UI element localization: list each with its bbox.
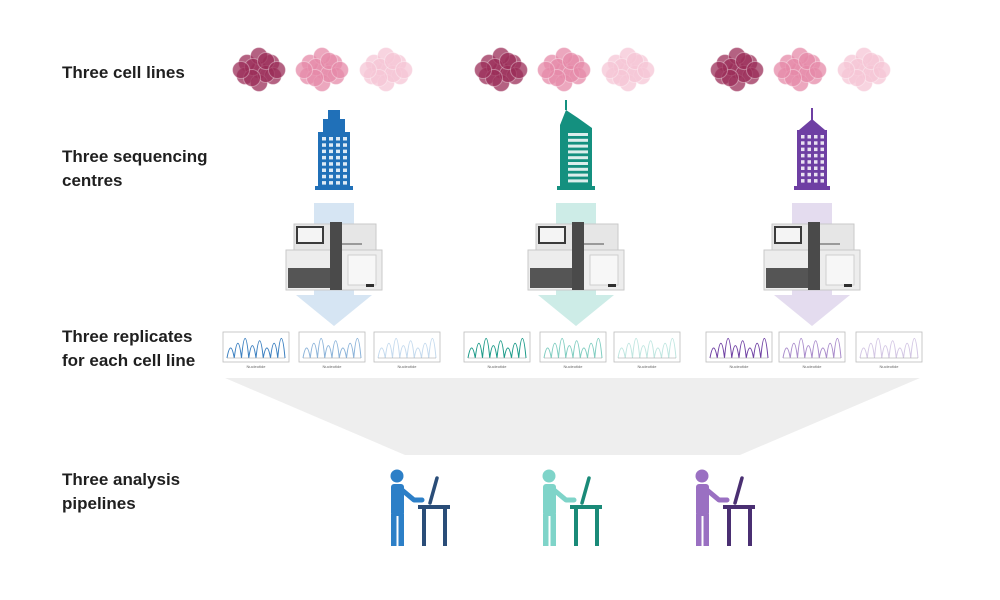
trace-axis-label: Nucleotide xyxy=(398,364,418,369)
chromatogram-trace: Nucleotide xyxy=(373,331,441,369)
analyst-at-desk-icon xyxy=(542,469,602,546)
label-sequencing-centres: Three sequencing centres xyxy=(62,145,207,193)
label-replicates-line2: for each cell line xyxy=(62,351,196,370)
trace-axis-label: Nucleotide xyxy=(323,364,343,369)
chromatogram-trace: Nucleotide xyxy=(613,331,681,369)
tower-icon xyxy=(557,100,595,190)
label-analysis-pipelines-line2: pipelines xyxy=(62,494,136,513)
analyst-at-desk-icon xyxy=(390,469,450,546)
cell-cluster-icon xyxy=(537,47,591,92)
trace-axis-label: Nucleotide xyxy=(488,364,508,369)
sequencer-icon xyxy=(285,222,383,291)
cell-cluster-icon xyxy=(601,47,655,92)
label-analysis-pipelines: Three analysis pipelines xyxy=(62,468,180,516)
trace-axis-label: Nucleotide xyxy=(564,364,584,369)
label-sequencing-centres-line1: Three sequencing xyxy=(62,147,208,166)
analyst-at-desk-icon xyxy=(695,469,755,546)
funnel-shape xyxy=(225,378,920,455)
sequencer-icon xyxy=(763,222,861,291)
chromatogram-trace: Nucleotide xyxy=(855,331,923,369)
cell-cluster-icon xyxy=(359,47,413,92)
cell-cluster-icon xyxy=(773,47,827,92)
chromatogram-trace: Nucleotide xyxy=(539,331,607,369)
sequencer-icon xyxy=(527,222,625,291)
trace-axis-label: Nucleotide xyxy=(638,364,658,369)
label-replicates: Three replicates for each cell line xyxy=(62,325,195,373)
chromatogram-trace: Nucleotide xyxy=(705,331,773,369)
label-analysis-pipelines-line1: Three analysis xyxy=(62,470,181,489)
chromatogram-trace: Nucleotide xyxy=(463,331,531,369)
label-cell-lines: Three cell lines xyxy=(62,63,185,82)
trace-axis-label: Nucleotide xyxy=(247,364,267,369)
cell-cluster-icon xyxy=(710,47,764,92)
cell-cluster-icon xyxy=(232,47,286,92)
office-tower-icon xyxy=(794,108,830,190)
cell-cluster-icon xyxy=(837,47,891,92)
cell-cluster-icon xyxy=(295,47,349,92)
chromatogram-trace: Nucleotide xyxy=(222,331,290,369)
trace-axis-label: Nucleotide xyxy=(803,364,823,369)
chromatogram-trace: Nucleotide xyxy=(778,331,846,369)
skyscraper-icon xyxy=(315,110,353,190)
trace-axis-label: Nucleotide xyxy=(730,364,750,369)
label-sequencing-centres-line2: centres xyxy=(62,171,123,190)
chromatogram-trace: Nucleotide xyxy=(298,331,366,369)
trace-axis-label: Nucleotide xyxy=(880,364,900,369)
cell-cluster-icon xyxy=(474,47,528,92)
label-replicates-line1: Three replicates xyxy=(62,327,193,346)
